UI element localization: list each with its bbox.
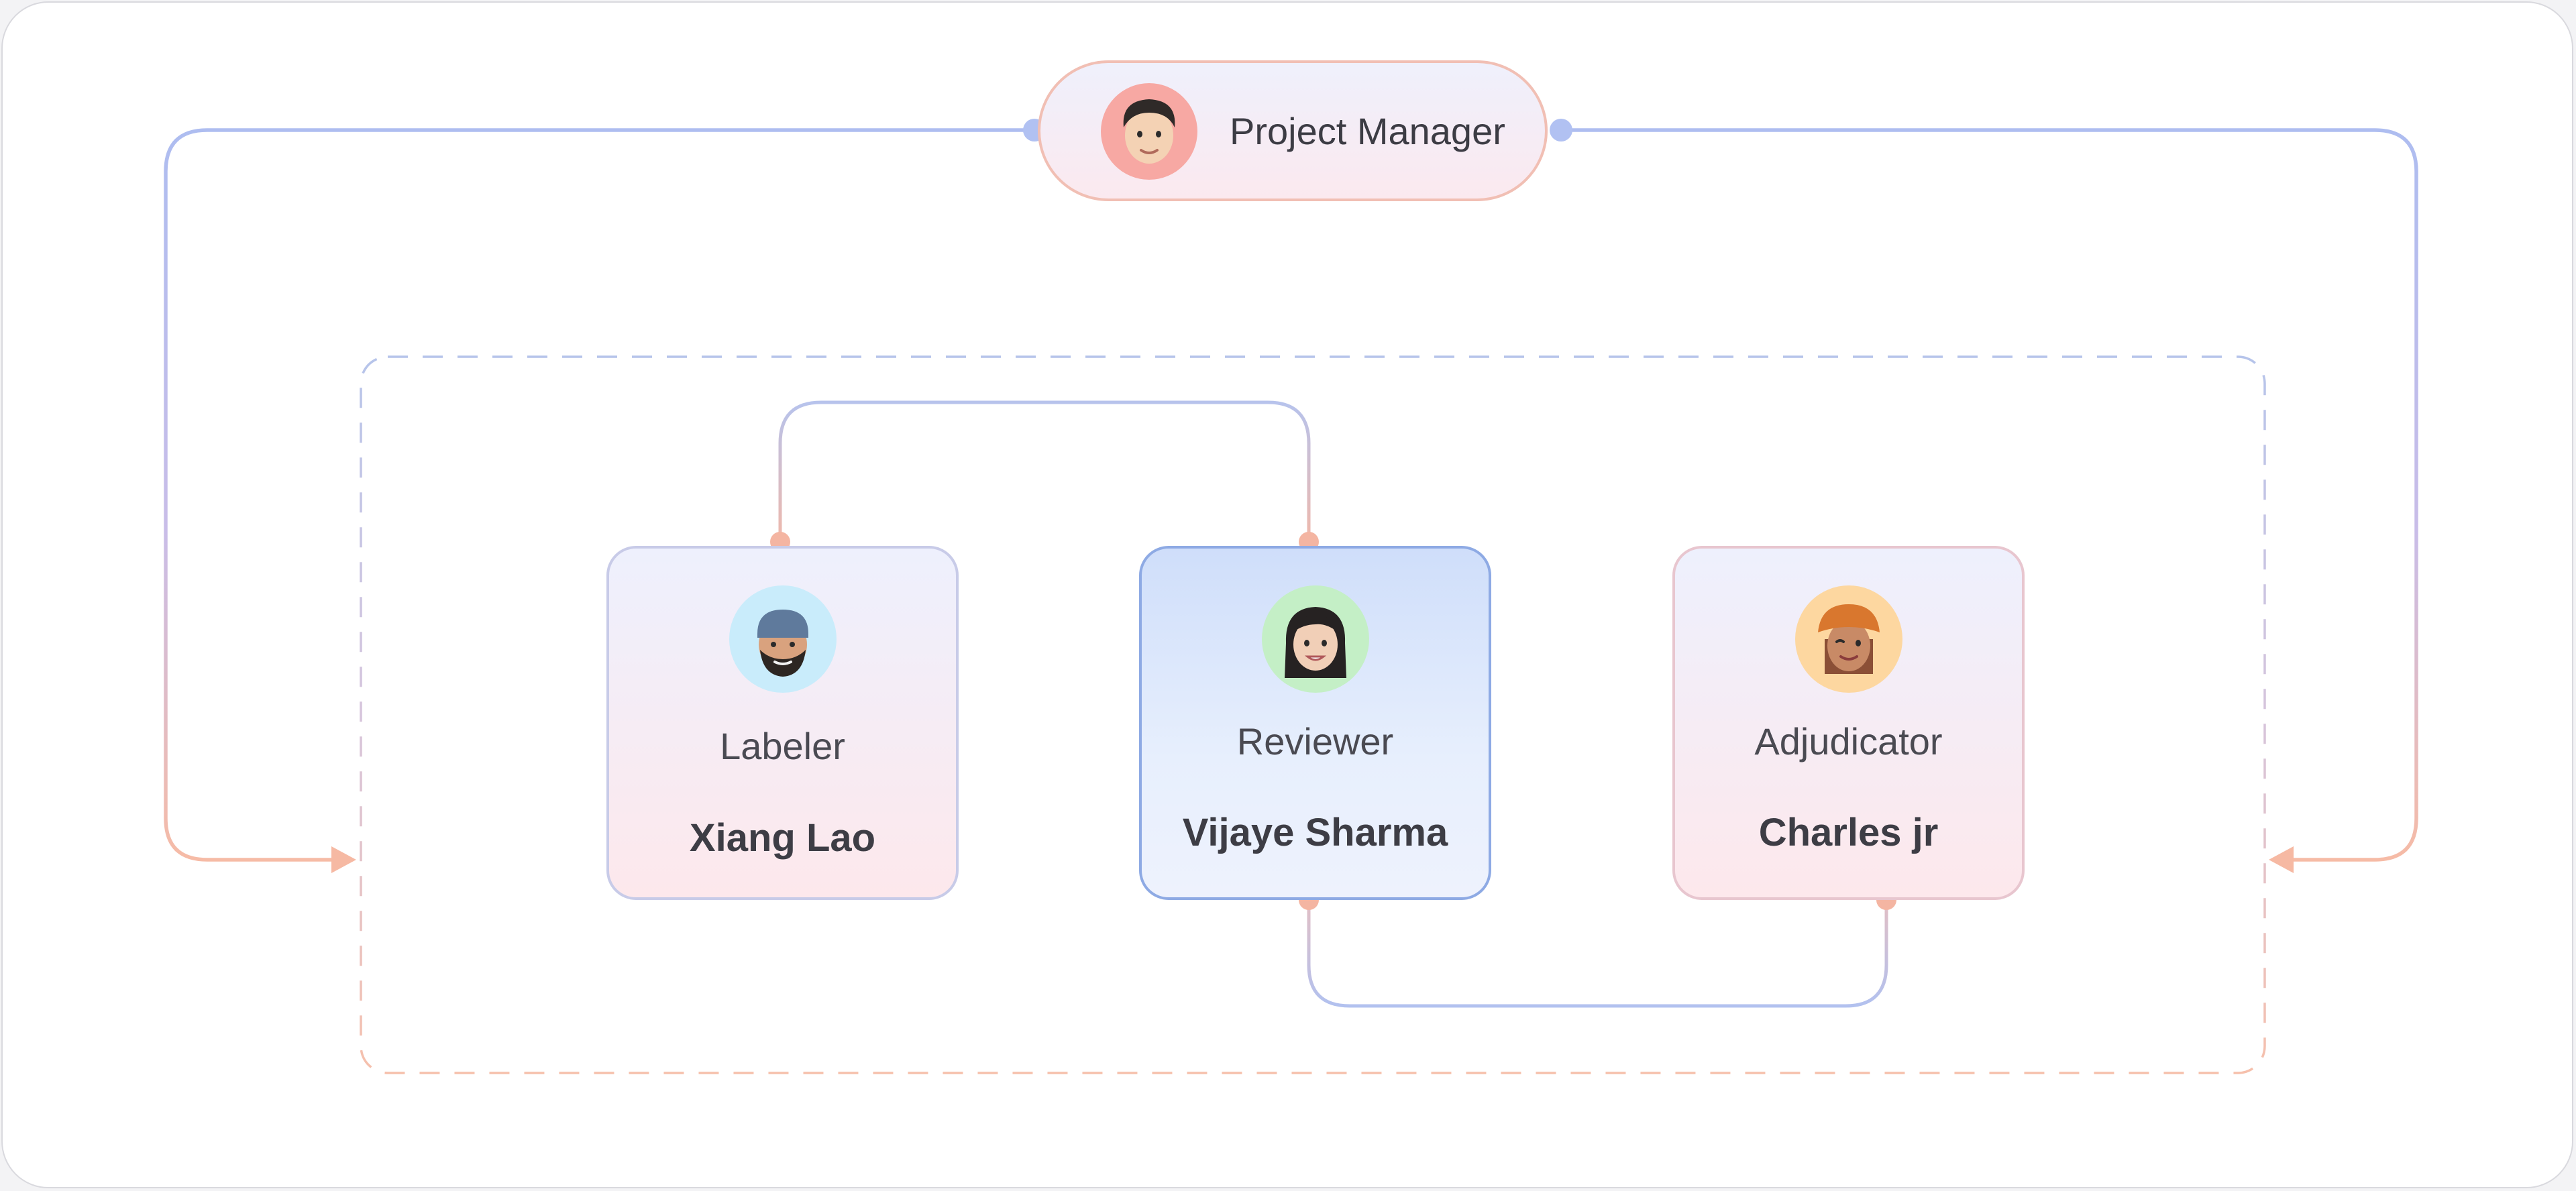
left-loop-connector [164, 128, 1036, 862]
labeler-avatar-icon [729, 585, 837, 693]
right-arrowhead [2269, 846, 2294, 873]
labeler-reviewer-connector [778, 400, 1311, 544]
reviewer-card[interactable]: Reviewer Vijaye Sharma [1139, 546, 1491, 900]
group-boundary [360, 355, 2266, 1074]
right-loop-connector [1559, 128, 2418, 862]
adjudicator-role-label: Adjudicator [1754, 720, 1943, 762]
project-manager-node[interactable]: Project Manager [1038, 60, 1548, 201]
labeler-card[interactable]: Labeler Xiang Lao [606, 546, 959, 900]
reviewer-avatar-icon [1261, 585, 1369, 693]
reviewer-person-name: Vijaye Sharma [1182, 811, 1448, 854]
reviewer-adjudicator-connector [1307, 898, 1888, 1008]
adjudicator-card[interactable]: Adjudicator Charles jr [1672, 546, 2025, 900]
left-arrowhead [331, 846, 356, 873]
reviewer-role-label: Reviewer [1236, 720, 1394, 762]
project-manager-label: Project Manager [1230, 109, 1505, 152]
pm-right-port [1550, 119, 1572, 141]
project-manager-avatar-icon [1101, 83, 1197, 180]
adjudicator-person-name: Charles jr [1758, 811, 1939, 854]
labeler-role-label: Labeler [720, 725, 845, 767]
labeler-person-name: Xiang Lao [689, 816, 876, 860]
adjudicator-avatar-icon [1794, 585, 1902, 693]
